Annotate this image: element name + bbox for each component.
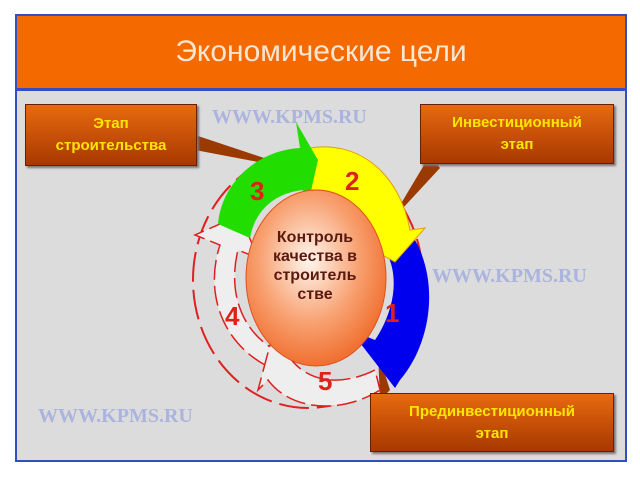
stage-2-number: 2 (345, 166, 359, 196)
stage-5-number: 5 (318, 366, 332, 396)
stage-4-number: 4 (225, 301, 240, 331)
center-circle (245, 189, 387, 367)
callout-line: Прединвестиционный (409, 402, 575, 420)
callout-line: этап (475, 424, 509, 442)
callout-line: Этап (93, 115, 129, 132)
watermark: WWW.KPMS.RU (38, 405, 193, 427)
stage-1-arrow (350, 240, 430, 388)
stage-1-number: 1 (385, 298, 399, 328)
stage-3-number: 3 (250, 176, 264, 206)
center-label-line: качества в (272, 248, 358, 265)
callout-line: Инвестиционный (452, 114, 582, 131)
callout-line: строительства (55, 137, 167, 154)
center-label-line: стве (297, 286, 333, 303)
center-label-line: Контроль (276, 229, 354, 246)
center-label: Контроль качества в строитель стве (250, 228, 380, 304)
callout-investment-stage: Инвестиционный этап (420, 104, 614, 164)
callout-construction-stage: Этап строительства (25, 104, 197, 166)
watermark: WWW.KPMS.RU (432, 265, 587, 287)
callout-preinvestment-stage: Прединвестиционный этап (370, 393, 614, 452)
title-bar: Экономические цели (17, 16, 625, 91)
center-label-line: строитель (273, 267, 357, 284)
slide-title: Экономические цели (175, 35, 467, 68)
stage-3-arrow (218, 122, 318, 238)
callout-line: этап (500, 136, 534, 153)
watermark: WWW.KPMS.RU (212, 106, 367, 128)
